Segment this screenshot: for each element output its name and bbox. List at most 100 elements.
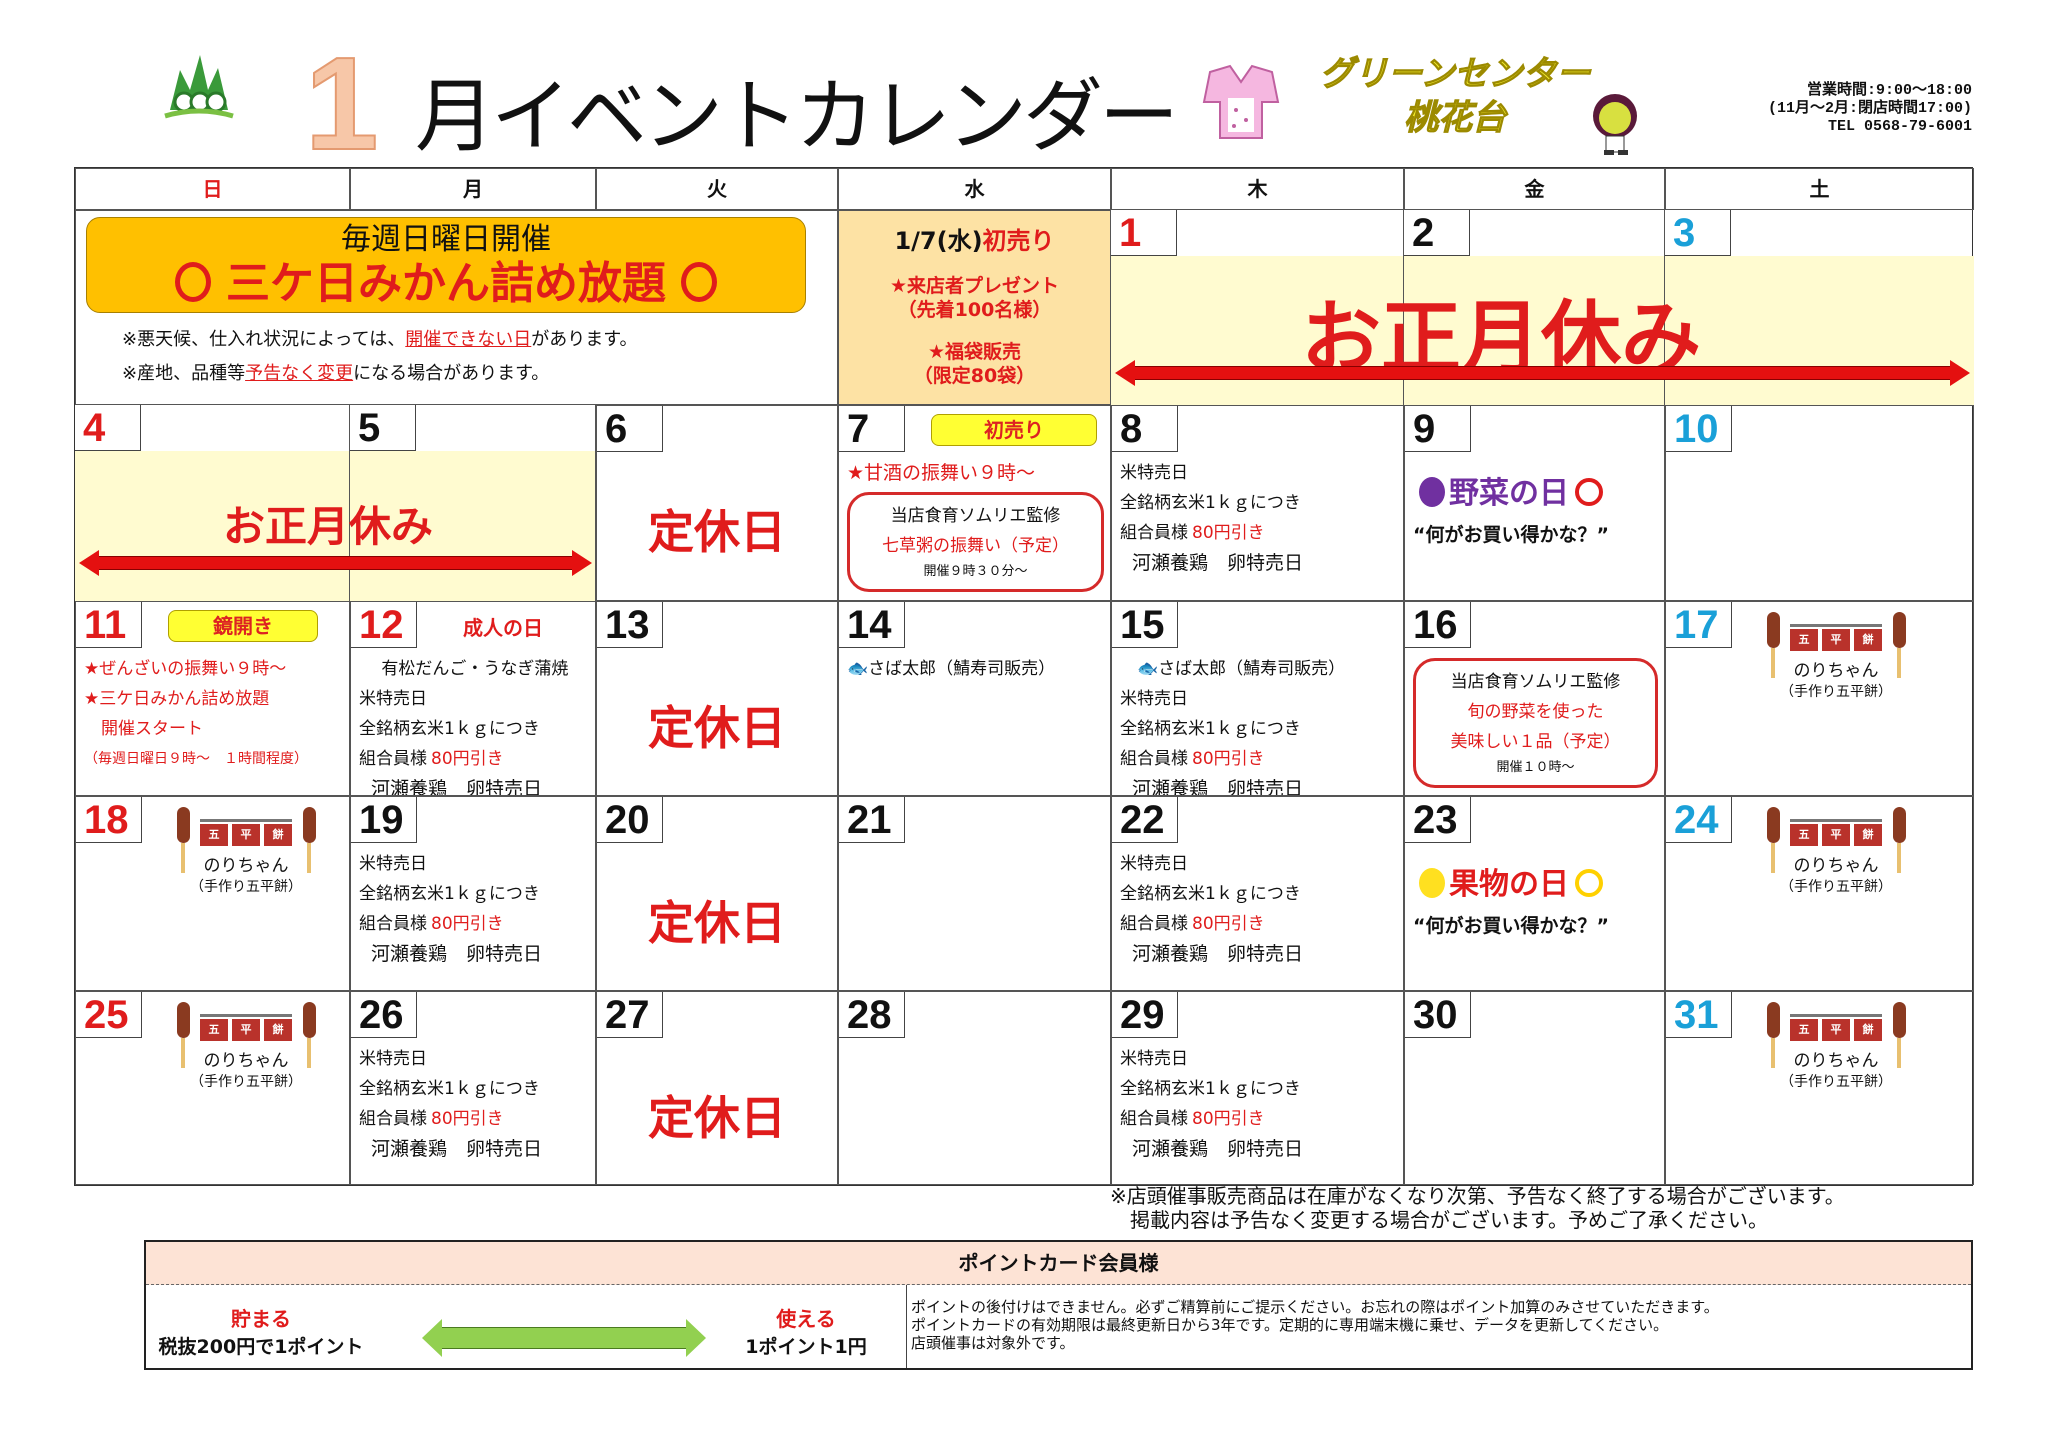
rice-sale-title: 米特売日 xyxy=(1120,689,1188,709)
event-line: 🐟さば太郎（鯖寿司販売） xyxy=(1120,659,1346,679)
egg-sale: 河瀬養鶏 卵特売日 xyxy=(371,778,543,796)
rice-sale-detail: 全銘柄玄米1ｋｇにつき xyxy=(359,884,540,904)
vendor-item: （手作り五平餅） xyxy=(1780,879,1892,895)
egg-sale: 河瀬養鶏 卵特売日 xyxy=(1132,552,1304,574)
day-events: 果物の日“何がお買い得かな？” xyxy=(1413,855,1658,941)
curtain-char: 餅 xyxy=(1854,629,1882,651)
hatsuuri-info-cell: 1/7(水)初売り ★来店者プレゼント （先着100名様） ★福袋販売 （限定8… xyxy=(838,210,1111,405)
egg-sale: 河瀬養鶏 卵特売日 xyxy=(371,943,543,965)
rice-sale-detail: 全銘柄玄米1ｋｇにつき xyxy=(359,719,540,739)
calendar-day-cell: 7★甘酒の振舞い９時～当店食育ソムリエ監修七草粥の振舞い（予定）開催９時３０分～… xyxy=(838,405,1111,601)
goheimochi-stick-icon xyxy=(1890,1002,1908,1068)
orange-icon xyxy=(1575,869,1603,897)
goheimochi-curtain: 五平餅 xyxy=(1790,1014,1882,1041)
point-note: ポイントの後付けはできません。必ずご精算前にご提示ください。お忘れの際はポイント… xyxy=(911,1298,1719,1316)
calendar-day-cell: 24 五平餅のりちゃん （手作り五平餅） xyxy=(1665,796,1974,991)
store-name-line1: グリーンセンター xyxy=(1319,53,1591,94)
event-line: 🐟さば太郎（鯖寿司販売） xyxy=(847,659,1056,679)
mikan-notes: ※悪天候、仕入れ状況によっては、開催できない日があります。 ※産地、品種等予告な… xyxy=(122,323,637,391)
event-line: “何がお買い得かな？” xyxy=(1413,524,1609,546)
kimono-icon xyxy=(1202,64,1280,139)
event-calendar: 日 月 火 水 木 金 土 毎週日曜日開催 三ケ日みかん詰め放題 ※悪天候、仕入… xyxy=(74,167,1974,1186)
rice-sale-title: 米特売日 xyxy=(1120,1049,1188,1069)
rice-sale-detail: 全銘柄玄米1ｋｇにつき xyxy=(1120,1079,1301,1099)
mikan-banner: 毎週日曜日開催 三ケ日みかん詰め放題 xyxy=(86,217,806,313)
date-3: 3 xyxy=(1665,210,1731,256)
member-label: 組合員様 xyxy=(359,914,427,934)
discount-amount: 80円引き xyxy=(1192,914,1265,934)
date-1: 1 xyxy=(1111,210,1177,256)
curtain-char: 五 xyxy=(200,824,228,846)
goheimochi-curtain: 五平餅 xyxy=(1790,624,1882,651)
discount-amount: 80円引き xyxy=(431,914,504,934)
goheimochi-curtain: 五平餅 xyxy=(200,819,292,846)
goheimochi-stick-icon xyxy=(174,807,192,873)
vendor-name: のりちゃん xyxy=(1793,661,1879,681)
curtain-char: 餅 xyxy=(1854,1019,1882,1041)
date-number: 9 xyxy=(1405,406,1471,452)
date-number: 24 xyxy=(1666,797,1732,843)
new-year-holiday-cell-2: 4 5 お正月休み xyxy=(75,405,596,601)
rice-sale-detail: 全銘柄玄米1ｋｇにつき xyxy=(359,1079,540,1099)
event-badge: 鏡開き xyxy=(168,610,318,642)
date-number: 28 xyxy=(839,992,905,1038)
discount-amount: 80円引き xyxy=(1192,1109,1265,1129)
mikan-title-text: 三ケ日みかん詰め放題 xyxy=(226,258,666,309)
day-events: ★ぜんざいの振舞い９時～★三ケ日みかん詰め放題 開催スタート（毎週日曜日９時～ … xyxy=(84,654,343,774)
lucky-bag-limit: （限定80袋） xyxy=(913,365,1036,387)
page-title: 月イベントカレンダー xyxy=(415,70,1179,163)
curtain-char: 餅 xyxy=(1854,824,1882,846)
date-number: 18 xyxy=(76,797,142,843)
goheimochi-sign-icon: 五平餅 xyxy=(1746,807,1926,877)
vendor-item: （手作り五平餅） xyxy=(1780,1074,1892,1090)
hatsuuri-date: 1/7(水) xyxy=(894,227,983,255)
curtain-char: 平 xyxy=(1822,629,1850,651)
rice-sale-title: 米特売日 xyxy=(359,854,427,874)
date-number: 21 xyxy=(839,797,905,843)
phone-number: TEL 0568-79-6001 xyxy=(1827,118,1972,135)
goheimochi-sign-icon: 五平餅 xyxy=(1746,612,1926,682)
calendar-day-cell: 18 五平餅のりちゃん（手作り五平餅） xyxy=(75,796,350,991)
closed-day-label: 定休日 xyxy=(648,896,786,950)
double-arrow-icon xyxy=(79,550,592,576)
goheimochi-vendor: 五平餅のりちゃん（手作り五平餅） xyxy=(156,807,336,896)
date-number: 14 xyxy=(839,602,905,648)
date-number: 12 xyxy=(351,602,417,648)
note-emphasis: 開催できない日 xyxy=(405,329,532,350)
day-theme-title: 果物の日 xyxy=(1419,863,1658,907)
save-label: 貯まる xyxy=(231,1307,291,1331)
calendar-day-cell: 30 xyxy=(1404,991,1665,1185)
date-number: 15 xyxy=(1112,602,1178,648)
date-5: 5 xyxy=(350,405,416,451)
date-number: 6 xyxy=(597,406,663,452)
member-label: 組合員様 xyxy=(1120,523,1188,543)
goheimochi-stick-icon xyxy=(300,1002,318,1068)
weekday-header-wed: 水 xyxy=(838,168,1111,210)
goheimochi-stick-icon xyxy=(174,1002,192,1068)
date-number: 19 xyxy=(351,797,417,843)
note-text: があります。 xyxy=(531,329,638,350)
tomato-icon xyxy=(1575,478,1603,506)
weekday-header-mon: 月 xyxy=(350,168,596,210)
date-number: 13 xyxy=(597,602,663,648)
vendor-name: のりちゃん xyxy=(1793,856,1879,876)
event-line: 開催スタート xyxy=(84,719,203,739)
curtain-char: 五 xyxy=(1790,824,1818,846)
egg-sale: 河瀬養鶏 卵特売日 xyxy=(371,1138,543,1160)
event-notice-box: 当店食育ソムリエ監修旬の野菜を使った美味しい１品（予定）開催１０時～ xyxy=(1413,658,1658,788)
rice-sale-detail: 全銘柄玄米1ｋｇにつき xyxy=(1120,884,1301,904)
event-notice-box: 当店食育ソムリエ監修七草粥の振舞い（予定）開催９時３０分～ xyxy=(847,492,1104,592)
goheimochi-curtain: 五平餅 xyxy=(200,1014,292,1041)
